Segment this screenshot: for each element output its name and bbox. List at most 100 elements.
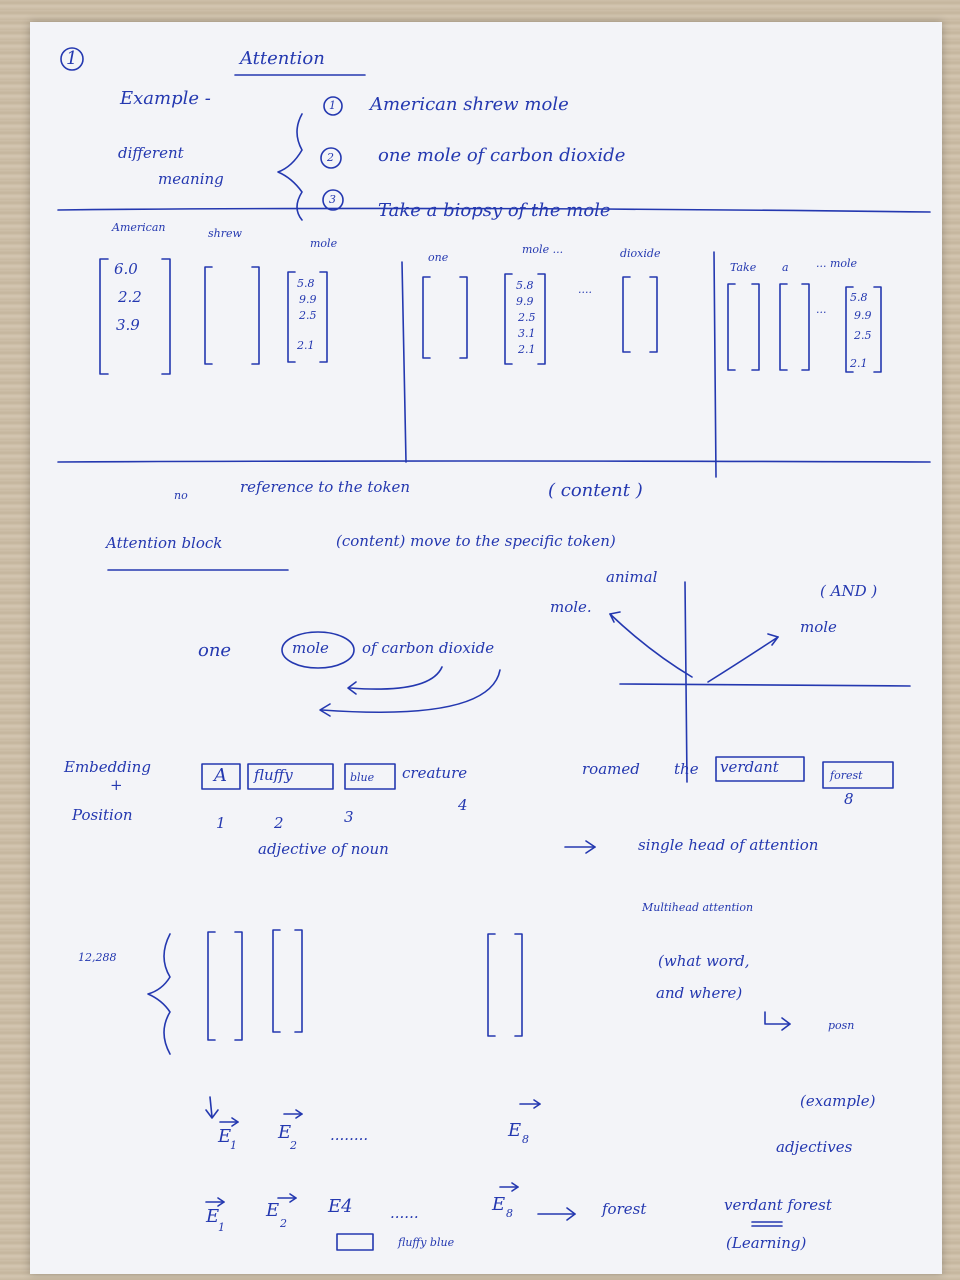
no-prefix: no	[174, 489, 188, 502]
vec-mole2-2: 9.9	[516, 295, 534, 308]
matrix9-left	[845, 286, 854, 373]
mole-circle	[281, 631, 355, 669]
e8-label: E	[508, 1120, 522, 1141]
example-circle-1	[323, 96, 343, 116]
matrix8-left	[779, 283, 788, 371]
attention-block-label: Attention block	[106, 534, 223, 552]
dims-label: 12,288	[78, 951, 117, 964]
example-circle-2	[320, 147, 342, 169]
vec-american-3: 3.9	[116, 316, 140, 334]
graph-mole-left: mole.	[550, 598, 592, 616]
token-box-fluffy	[247, 763, 334, 790]
matrix1-right	[161, 258, 171, 375]
vec-mole1-1: 5.8	[297, 277, 315, 290]
graph-curve-right	[707, 636, 779, 683]
matrix4-left	[422, 276, 431, 359]
e2p-label: E	[266, 1200, 280, 1221]
arrow-to-forest-tip	[566, 1207, 576, 1221]
vec-american-2: 2.2	[118, 288, 142, 306]
what-word-note: (what word,	[658, 952, 750, 970]
e1-label: E	[218, 1126, 232, 1147]
token-a: A	[214, 765, 227, 786]
matrix4-right	[459, 276, 468, 359]
and-where-note: and where)	[656, 984, 743, 1002]
note-verdant-forest: verdant forest	[724, 1196, 832, 1214]
example-num-3: 3	[329, 193, 336, 206]
position-4: 4	[458, 796, 468, 814]
token-fluffy: fluffy	[254, 766, 293, 784]
page-number-circle	[60, 47, 84, 71]
fluffy-blue-label: fluffy blue	[398, 1236, 455, 1249]
position-1: 1	[216, 814, 226, 832]
e-prime-dots: ......	[390, 1204, 419, 1222]
arrow-single-head-tip	[585, 840, 596, 854]
forest-label: forest	[602, 1200, 647, 1218]
sentence-rest: of carbon dioxide	[362, 639, 495, 657]
word-a: a	[782, 261, 789, 274]
e1-sub: 1	[230, 1139, 237, 1152]
big-matrix3-right	[514, 933, 523, 1037]
graph-y-axis	[684, 581, 688, 783]
word-dioxide: dioxide	[620, 247, 661, 260]
graph-mole-right: mole	[800, 618, 837, 636]
word-take: Take	[730, 261, 757, 274]
vec-mole2-3: 2.5	[518, 311, 536, 324]
section3-dots: ...	[816, 303, 827, 316]
example-label: Example -	[120, 88, 211, 109]
curved-arrow-2	[321, 669, 501, 714]
token-creature: creature	[402, 764, 468, 782]
e2-sub: 2	[290, 1139, 297, 1152]
example-text-1: American shrew mole	[370, 94, 569, 115]
e4-label: E4	[328, 1196, 353, 1217]
example-circle-3	[322, 189, 344, 211]
matrix9-right	[873, 286, 882, 373]
brace	[277, 113, 303, 221]
matrix3-left	[287, 271, 296, 363]
vec-arrow-e8-tip	[533, 1099, 541, 1109]
matrix7-left	[727, 283, 736, 371]
note-adjectives: adjectives	[776, 1138, 853, 1156]
posn-arrow	[764, 1011, 791, 1025]
example-text-3: Take a biopsy of the mole	[378, 200, 611, 221]
vec-arrow-e8p-tip	[511, 1182, 519, 1192]
token-blue: blue	[350, 771, 375, 784]
attention-block-text: (content) move to the specific token)	[336, 532, 616, 550]
curved-arrow-2-head	[319, 703, 331, 717]
single-head-note: single head of attention	[638, 836, 819, 854]
vec-mole2-5: 2.1	[518, 343, 536, 356]
multi-head-note: Multihead attention	[642, 901, 754, 914]
word-one: one	[428, 251, 449, 264]
posn-arrow-tip	[781, 1017, 791, 1031]
separator-top	[57, 207, 931, 213]
matrix3-right	[319, 271, 328, 363]
e-dots: ........	[330, 1126, 369, 1144]
big-matrix2-right	[294, 929, 303, 1033]
different-label: different	[118, 144, 184, 162]
handwritten-drawings	[57, 47, 931, 1251]
sentence-one: one	[198, 640, 232, 661]
page-title: Attention	[240, 48, 325, 69]
word-shrew: shrew	[208, 227, 242, 240]
sentence-mole: mole	[292, 639, 329, 657]
matrix5-right	[537, 273, 546, 365]
e1p-sub: 1	[218, 1221, 225, 1234]
vec-mole2-4: 3.1	[518, 327, 536, 340]
embedding-plus: +	[110, 776, 123, 794]
graph-arrowhead-right	[767, 633, 779, 646]
token-forest: forest	[830, 769, 863, 782]
matrix5-left	[504, 273, 513, 365]
example-text-2: one mole of carbon dioxide	[378, 145, 626, 166]
vec-mole3-1: 5.8	[850, 291, 868, 304]
section2-dots: ....	[578, 283, 592, 296]
matrix2-left	[204, 266, 213, 365]
token-roamed: roamed	[582, 760, 640, 778]
matrix7-right	[751, 283, 760, 371]
token-box-blue	[344, 763, 396, 790]
graph-animal: animal	[606, 568, 658, 586]
dims-brace	[147, 933, 171, 1055]
vec-mole1-4: 2.1	[297, 339, 315, 352]
vec-arrow-e1p-tip	[217, 1197, 225, 1207]
position-2: 2	[274, 814, 284, 832]
divider-2	[713, 251, 717, 478]
divider-1	[401, 261, 407, 463]
